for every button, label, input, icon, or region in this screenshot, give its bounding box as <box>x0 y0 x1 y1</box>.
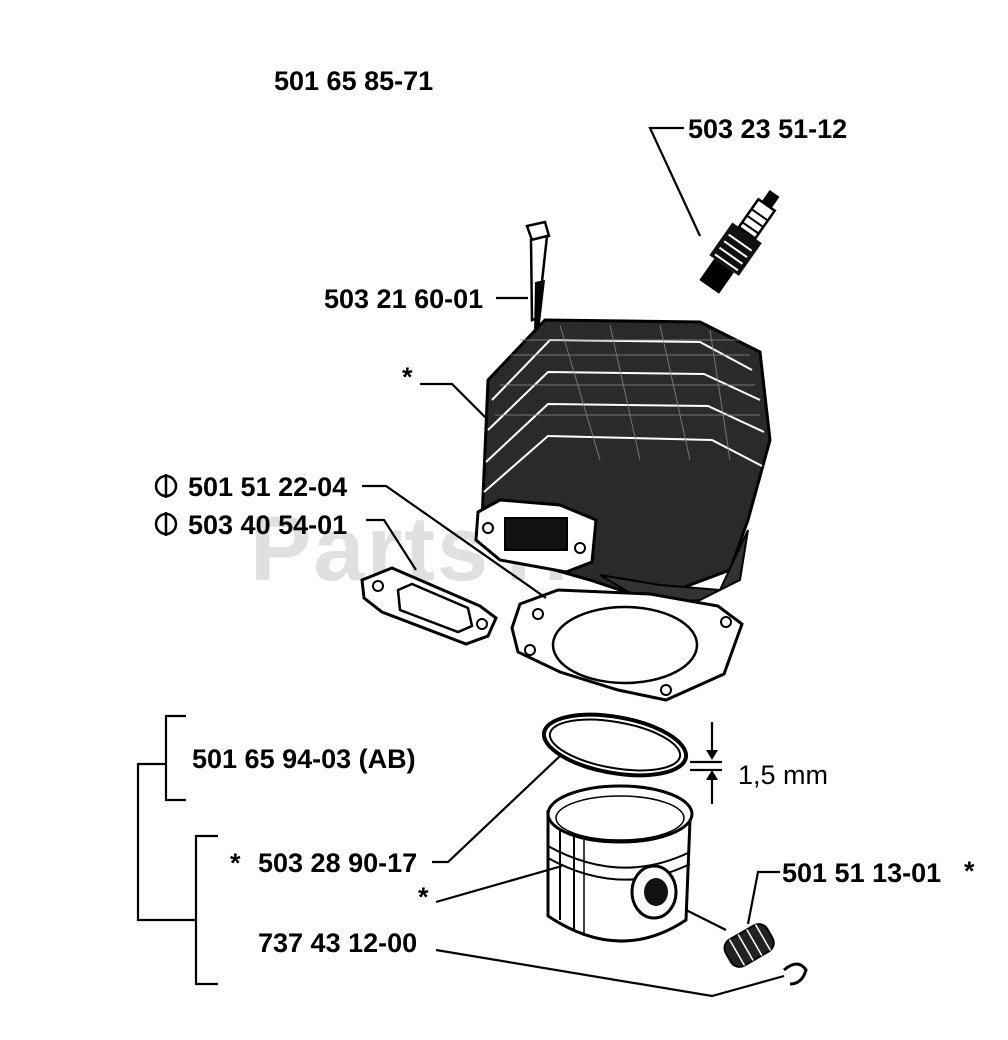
leader-lines <box>362 126 785 998</box>
circlip-drawing <box>783 962 808 986</box>
cylinder-asterisk: * <box>402 362 413 392</box>
ring-thickness-label: 1,5 mm <box>738 760 828 790</box>
spark-plug-drawing <box>699 190 780 294</box>
gasket-2-part-number: 503 40 54-01 <box>188 510 347 540</box>
brackets <box>136 714 218 986</box>
bearing-asterisk: * <box>964 856 975 886</box>
circlip-part-number: 737 43 12-00 <box>258 928 417 958</box>
exhaust-gasket-drawing <box>360 566 498 646</box>
cylinder-screw-drawing <box>525 220 551 334</box>
bearing-part-number: 501 51 13-01 <box>782 858 941 888</box>
ring-thickness-dimension <box>690 722 722 804</box>
assembly-part-number: 501 65 85-71 <box>274 66 433 96</box>
piston-asterisk: * <box>418 882 429 912</box>
piston-asterisk-prefix: * <box>230 848 241 878</box>
piston-part-number: 503 28 90-17 <box>258 848 417 878</box>
piston-drawing <box>546 784 694 943</box>
spark-plug-part-number: 503 23 51-12 <box>688 114 847 144</box>
cylinder-drawing <box>474 318 772 607</box>
piston-ring-drawing <box>541 712 689 778</box>
circle-bar-icon <box>154 474 178 498</box>
ring-set-part-number: 501 65 94-03 (AB) <box>192 744 416 774</box>
circle-bar-icon <box>154 512 178 536</box>
screw-part-number: 503 21 60-01 <box>324 284 483 314</box>
base-gasket-drawing <box>510 588 744 702</box>
gasket-1-part-number: 501 51 22-04 <box>188 472 347 502</box>
needle-bearing-drawing <box>723 923 775 968</box>
